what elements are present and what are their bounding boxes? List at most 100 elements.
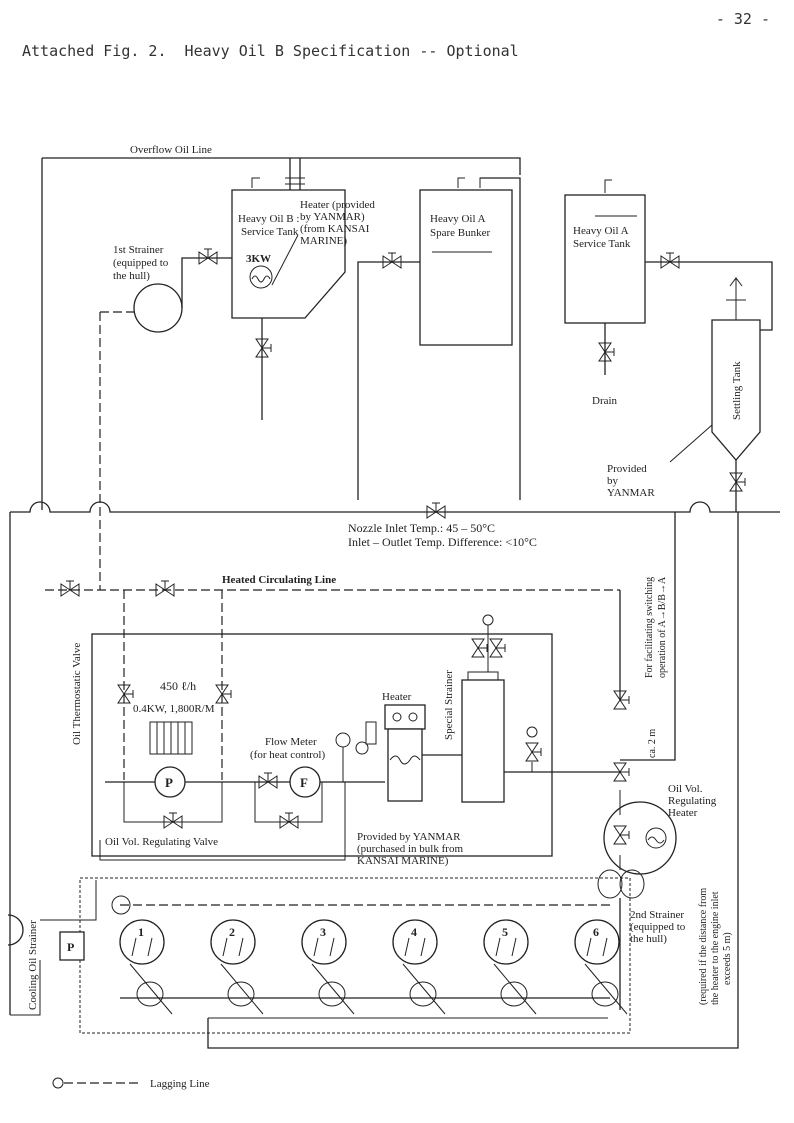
flow-meter-f-label: F: [300, 775, 308, 790]
cylinder-pipe-5: [495, 937, 517, 957]
heater-top-label-2: by YANMAR): [300, 211, 365, 223]
main-supply-line: [10, 501, 780, 513]
strainer1-label-3: the hull): [113, 270, 150, 282]
cylinder-2: [210, 919, 256, 965]
lagging-legend-symbol: [52, 1077, 64, 1089]
cylinder-label-4: 4: [411, 925, 417, 939]
cylinder-pipe-1: [131, 937, 153, 957]
cylinder-pipe-2: [222, 937, 244, 957]
tank-inlet-valve: [198, 248, 218, 265]
cylinder-pipe-6: [586, 937, 608, 957]
heater-label: Heater: [382, 691, 412, 703]
cylinder-pipe-3: [313, 937, 335, 957]
heater-kw-label: 3KW: [246, 253, 271, 265]
cylinder-4: [392, 919, 438, 965]
circulating-valve: [155, 580, 175, 597]
strainer2-label-1: 2nd Strainer: [630, 909, 684, 921]
return-pipe-1: [129, 963, 173, 1015]
cylinder-label-5: 5: [502, 925, 508, 939]
cooling-strainer-label: Cooling Oil Strainer: [27, 920, 39, 1010]
hoa-to-settling-line: [645, 261, 773, 331]
return-pipe-6: [584, 963, 628, 1015]
cylinder-6: [574, 919, 620, 965]
first-strainer: [133, 283, 183, 333]
strainer1-label-2: (equipped to: [113, 257, 169, 269]
pump-p-label: P: [165, 775, 173, 790]
required-label-1: (required if the distance from: [698, 888, 709, 1005]
second-strainer-right: [619, 869, 645, 899]
spare-bunker-label-2: Spare Bunker: [430, 227, 491, 239]
injector-6: [591, 981, 619, 1007]
header-inlet: [111, 895, 131, 915]
cylinder-pipe-4: [404, 937, 426, 957]
strainer1-label-1: 1st Strainer: [113, 244, 164, 256]
cylinder-label-6: 6: [593, 925, 599, 939]
heater-return-line: [99, 782, 346, 861]
heater-head: [384, 704, 426, 730]
strainer-vent-valve-2: [489, 638, 506, 658]
pump-outlet-valve: [215, 684, 232, 704]
drain-label: Drain: [592, 395, 618, 407]
spare-bunker-label-1: Heavy Oil A: [430, 213, 486, 225]
return-pipe-4: [402, 963, 446, 1015]
drain-valve: [598, 342, 615, 362]
switch-bypass-line: [620, 512, 676, 761]
strainer2-label-3: the hull): [630, 933, 667, 945]
inlet-outlet-diff-label: Inlet – Outlet Temp. Difference: <10°C: [348, 535, 537, 549]
flow-meter-f: [289, 766, 321, 798]
cylinder-label-1: 1: [138, 925, 144, 939]
cylinder-5: [483, 919, 529, 965]
heater-top-label-3: (from KANSAI: [300, 223, 370, 235]
pump-p: [154, 766, 186, 798]
provided-yanmar-label-1: Provided by YANMAR: [357, 831, 461, 843]
bunker-overflow-line: [480, 177, 521, 500]
reg-heater-label-3: Heater: [668, 807, 698, 819]
strainer-vent-valve-1: [471, 638, 488, 658]
flow-rate-label: 450 ℓ/h: [160, 679, 196, 693]
provided-yanmar-label-3: KANSAI MARINE): [357, 855, 449, 867]
bunker-outlet-valve: [382, 252, 402, 269]
cooling-pump: [59, 931, 85, 961]
heater-unit-frame: [91, 633, 553, 857]
lagged-supply-line: [99, 311, 134, 590]
flow-meter-label-1: Flow Meter: [265, 736, 317, 748]
provided-yanmar-label-2: (purchased in bulk from: [357, 843, 463, 855]
outlet-sampling-valve: [525, 742, 542, 762]
hoa-outlet-valve: [660, 252, 680, 269]
heated-line-label: Heated Circulating Line: [222, 574, 336, 586]
second-strainer-left: [597, 869, 623, 899]
settling-tank-label: Settling Tank: [731, 361, 743, 420]
switching-label-2: operation of A→B/B→A: [657, 576, 668, 678]
heavy-oil-a-spare-bunker: [419, 189, 513, 346]
heater-top-label-1: Heater (provided: [300, 199, 375, 211]
strainer-to-tank-line: [181, 257, 232, 308]
hob-tank-label-2: Service Tank: [241, 226, 299, 238]
heater-top-label-4: MARINE): [300, 235, 347, 247]
hob-tank-drain-valve: [255, 338, 272, 358]
injector-3: [318, 981, 346, 1007]
overflow-line-label: Overflow Oil Line: [130, 144, 212, 156]
switching-valve-upper: [613, 690, 630, 710]
tank-heater-icon: [249, 265, 273, 289]
thermometer-bulb: [355, 741, 369, 755]
cylinder-1: [119, 919, 165, 965]
return-pipe-5: [493, 963, 537, 1015]
settling-outlet-valve: [729, 472, 746, 492]
bunker-outlet-line: [357, 261, 420, 500]
outlet-thermometer: [526, 726, 538, 738]
provided-label-2: by: [607, 475, 619, 487]
cylinder-3: [301, 919, 347, 965]
cooling-strainer-symbol: [7, 914, 24, 946]
figure-title: Attached Fig. 2. Heavy Oil B Specificati…: [22, 42, 519, 60]
cylinder-label-2: 2: [229, 925, 235, 939]
oil-vol-regulating-valve: [163, 812, 183, 829]
thermostatic-valve: [60, 580, 80, 597]
provided-label-3: YANMAR: [607, 487, 655, 499]
thermo-valve-label: Oil Thermostatic Valve: [71, 643, 83, 745]
hoa-svc-label-2: Service Tank: [573, 238, 631, 250]
return-pipe-2: [220, 963, 264, 1015]
cooling-pump-label: P: [67, 940, 74, 954]
nozzle-temp-label: Nozzle Inlet Temp.: 45 – 50°C: [348, 521, 495, 535]
